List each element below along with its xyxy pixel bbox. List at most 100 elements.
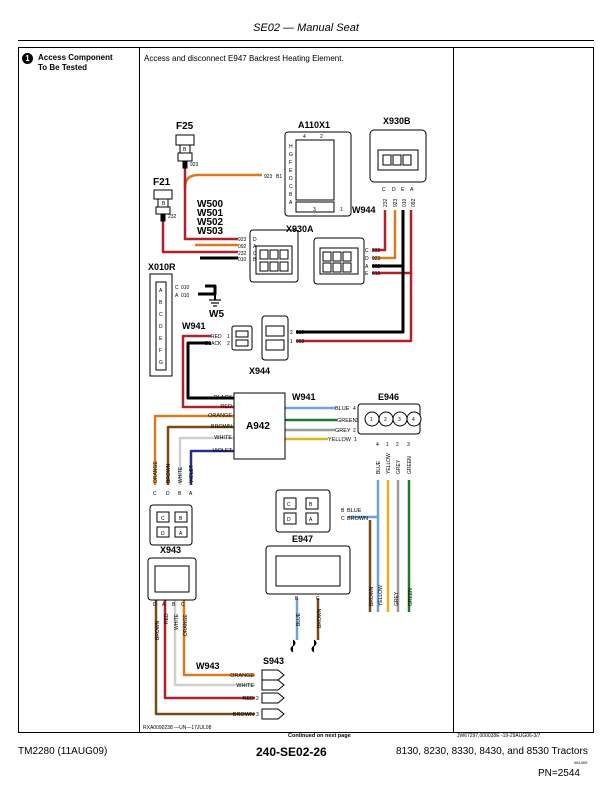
- switch-s943-terminals: [261, 669, 285, 720]
- label-x944-pin-2: 2: [227, 341, 230, 347]
- label-a110x1-b1: B1: [276, 174, 282, 180]
- footer-right: 8130, 8230, 8330, 8430, and 8530 Tractor…: [396, 746, 588, 757]
- label-e946-blue: BLUE: [376, 460, 382, 474]
- connector-x944-left: [231, 325, 253, 351]
- label-e947-conn-blue: BLUE: [347, 508, 362, 514]
- label-ll-brown: BROWN: [166, 463, 172, 483]
- label-s943-orange: ORANGE: [230, 673, 254, 679]
- label-a942-white: WHITE: [214, 435, 232, 441]
- label-e946-cavity-1: 1: [370, 417, 373, 423]
- connector-x943: [147, 557, 197, 601]
- wire-e946-blue: [348, 480, 380, 612]
- step-title: Access Component To Be Tested: [38, 53, 113, 73]
- module-a942: [233, 392, 286, 460]
- wire-092-run: [296, 273, 413, 343]
- label-x010r-cavity-b: B: [159, 300, 163, 306]
- label-a942-pin-2: 2: [353, 428, 356, 434]
- label-x010r-cavity-f: F: [159, 348, 162, 354]
- label-right-green: GREEN: [408, 588, 414, 606]
- wire-orange: [153, 414, 234, 485]
- label-x943-orange: ORANGE: [183, 614, 189, 636]
- label-w943: W943: [196, 661, 220, 671]
- label-w500: W500: [197, 199, 224, 210]
- wire-x010r-w5: [205, 293, 216, 300]
- wire-black-x944: [186, 341, 234, 400]
- label-x930b-wire-923: 923: [393, 198, 399, 207]
- connector-lower-left: [149, 504, 193, 546]
- connector-harness-left: [249, 229, 299, 283]
- step-number: 1: [22, 53, 33, 64]
- label-a942-blue: BLUE: [335, 406, 350, 412]
- wire-x930b-232: [372, 210, 387, 252]
- label-left-wire-232: 232: [238, 251, 247, 257]
- label-e946-cavity-4: 4: [412, 417, 415, 423]
- wire-end-marks: [290, 639, 317, 653]
- label-e946-pin-3: 3: [407, 442, 410, 448]
- label-e946-cavity-2: 2: [384, 417, 387, 423]
- label-w944: W944: [352, 205, 376, 215]
- label-w5: W5: [209, 309, 224, 320]
- connector-e947-side: [275, 489, 331, 533]
- label-x943-red: RED: [164, 613, 170, 624]
- content-frame: [18, 47, 594, 733]
- label-f21: F21: [153, 177, 171, 188]
- label-x943-pin-c: C: [181, 602, 185, 608]
- label-a110x1-pin-c: C: [289, 184, 293, 190]
- footer-small: 081409: [574, 760, 588, 765]
- fuse-f25: [175, 134, 195, 169]
- label-x010r-wire-1: 010: [181, 285, 190, 291]
- connector-e947: [265, 545, 351, 595]
- label-e947-blue: BLUE: [296, 612, 302, 626]
- label-right-brown: BROWN: [369, 586, 375, 606]
- label-a942-yellow: YELLOW: [328, 437, 352, 443]
- label-e946-pin-1: 1: [386, 442, 389, 448]
- label-a942-brown: BROWN: [211, 424, 232, 430]
- label-w941-right: W941: [292, 392, 316, 402]
- label-e946-green: GREEN: [407, 456, 413, 474]
- label-a110x1-pin-b: B: [289, 192, 293, 198]
- label-a110x1-pin-d: D: [289, 176, 293, 182]
- label-e947-cavity-d: D: [287, 517, 291, 523]
- label-x943-brown: BROWN: [155, 620, 161, 640]
- wire-x010r-010: [198, 284, 217, 296]
- label-left-pin-b: B: [253, 257, 257, 263]
- label-s943-pin-3: 3: [256, 712, 259, 718]
- label-a942: A942: [246, 421, 270, 432]
- label-x930b-pin-c: C: [382, 187, 386, 193]
- label-x930b-pin-e: E: [401, 187, 405, 193]
- label-a942-grey: GREY: [335, 428, 351, 434]
- step-instruction: Access and disconnect E947 Backrest Heat…: [144, 54, 344, 63]
- label-ll-cavity-b: B: [179, 516, 183, 522]
- label-a110x1: A110X1: [298, 120, 330, 130]
- label-x943-white: WHITE: [174, 613, 180, 630]
- label-ll-pin-c: C: [153, 491, 157, 497]
- label-left-wire-092: 092: [238, 244, 247, 250]
- label-ref-left: RXA0090238 —UN—17JUL08: [143, 725, 212, 731]
- connector-x010r: [149, 273, 173, 377]
- connector-a110x1: [284, 131, 352, 217]
- label-x930a-wire-232: 232: [372, 248, 381, 254]
- label-e946: E946: [378, 392, 399, 402]
- ground-w5: [209, 299, 221, 307]
- step-title-line2: To Be Tested: [38, 63, 88, 72]
- label-s943-red: RED: [242, 696, 254, 702]
- label-s943: S943: [263, 656, 284, 666]
- label-continued: Continued on next page: [288, 733, 351, 739]
- label-ll-violet: VIOLET: [189, 465, 195, 483]
- label-x944-right-pin-1: 1: [290, 339, 293, 345]
- label-e947-pin-b: B: [295, 596, 299, 602]
- label-ll-white: WHITE: [178, 466, 184, 483]
- label-x010r-cavity-d: D: [159, 324, 163, 330]
- wire-x943-brown: [154, 600, 255, 716]
- label-w503: W503: [197, 226, 224, 237]
- label-a942-pin-1: 1: [354, 437, 357, 443]
- label-x930b-wire-232: 232: [383, 198, 389, 207]
- label-x943-pin-b: B: [172, 602, 176, 608]
- wire-violet: [189, 449, 234, 485]
- page-header: SE02 — Manual Seat: [253, 22, 359, 34]
- label-x930a-pin-a: A: [365, 264, 369, 270]
- label-a110x1-pin-e: E: [289, 168, 293, 174]
- label-f25: F25: [176, 121, 194, 132]
- label-a942-red: RED: [220, 404, 232, 410]
